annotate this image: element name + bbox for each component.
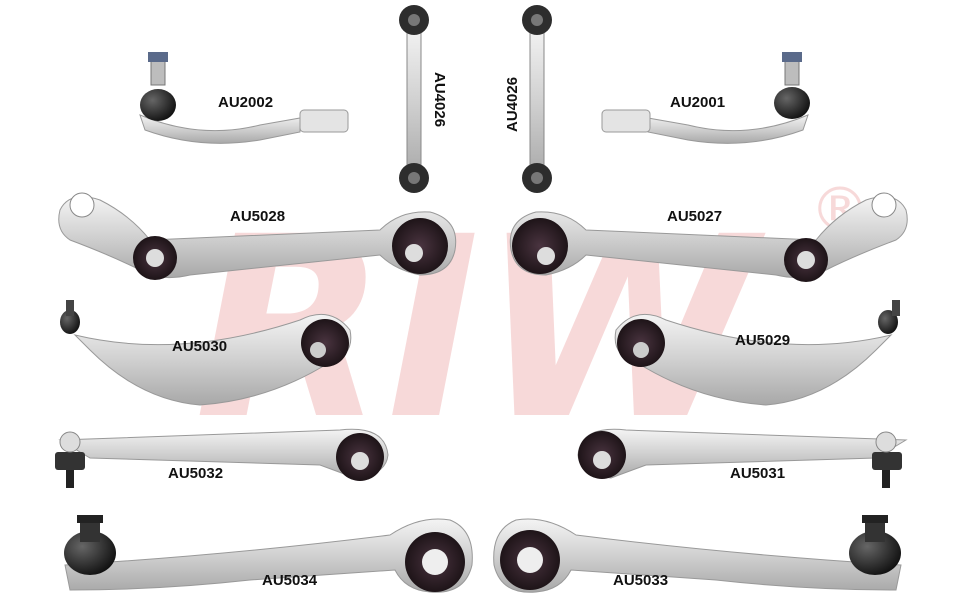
- label-au5030: AU5030: [172, 338, 228, 355]
- part-au2002: [139, 52, 349, 144]
- part-au5027: [509, 192, 908, 282]
- label-au2002: AU2002: [218, 94, 274, 111]
- part-au5034: [64, 515, 473, 593]
- part-au5028: [58, 192, 457, 280]
- label-au5034: AU5034: [262, 572, 318, 589]
- part-au5032: [55, 428, 389, 488]
- label-au5033: AU5033: [613, 572, 669, 589]
- label-au5032: AU5032: [168, 465, 224, 482]
- label-au4026-left: AU4026: [431, 72, 448, 128]
- label-au4026-right: AU4026: [504, 76, 521, 132]
- label-au5031: AU5031: [730, 465, 786, 482]
- part-au2001: [601, 52, 810, 144]
- label-au5028: AU5028: [230, 208, 286, 225]
- label-au5029: AU5029: [735, 332, 791, 349]
- part-au4026-left: [399, 5, 429, 193]
- part-au5029: [614, 300, 900, 406]
- part-au4026-right: [522, 5, 552, 193]
- part-au5031: [577, 428, 908, 488]
- label-au5027: AU5027: [667, 208, 723, 225]
- label-au2001: AU2001: [670, 94, 726, 111]
- part-au5033: [493, 515, 902, 593]
- part-au5030: [60, 300, 352, 406]
